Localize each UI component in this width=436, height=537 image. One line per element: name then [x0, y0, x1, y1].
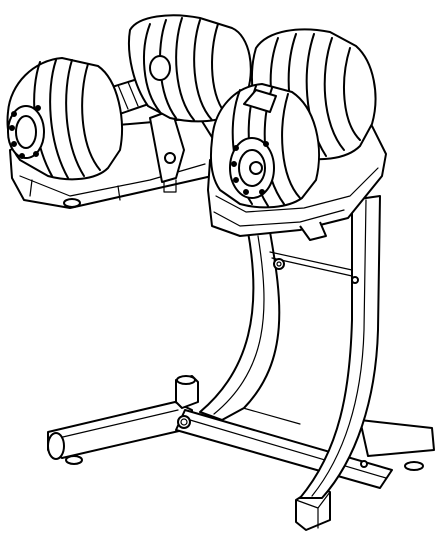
stand-uprights — [199, 195, 381, 499]
right-dumbbell — [210, 28, 377, 209]
left-dumbbell — [6, 14, 252, 181]
